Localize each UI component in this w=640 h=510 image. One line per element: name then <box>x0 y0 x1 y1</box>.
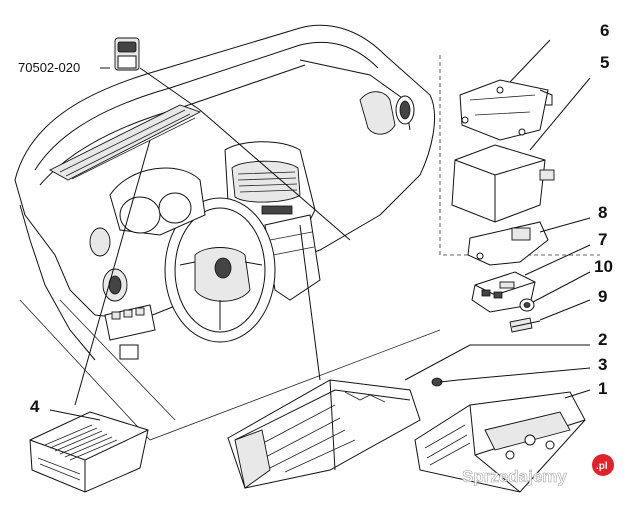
cage-bracket-part-2 <box>227 379 421 489</box>
callout-5: 5 <box>600 53 609 72</box>
nut-part-10 <box>519 298 535 312</box>
watermark-badge <box>592 454 614 476</box>
callout-1: 1 <box>598 379 607 398</box>
watermark-badge-text: .pl <box>596 461 608 472</box>
callout-9: 9 <box>598 287 607 306</box>
callout-3: 3 <box>598 355 607 374</box>
callout-8: 8 <box>598 203 607 222</box>
plate-part-8 <box>467 221 549 266</box>
callout-6: 6 <box>600 21 609 40</box>
switch-part <box>100 37 140 71</box>
watermark: Sprzedajemy .pl <box>462 454 614 486</box>
callout-10: 10 <box>594 257 613 276</box>
part-number-label: 70502-020 <box>18 60 80 75</box>
ecu-module-part-4 <box>29 411 149 493</box>
module-part-5 <box>451 144 555 223</box>
bracket-part-6 <box>459 79 553 141</box>
callout-2: 2 <box>598 330 607 349</box>
callout-7: 7 <box>598 230 607 249</box>
dashboard-assembly <box>14 24 441 441</box>
watermark-text: Sprzedajemy <box>462 467 567 486</box>
screw-part-3 <box>431 377 459 387</box>
callout-4: 4 <box>30 397 40 416</box>
bolt-part-9 <box>509 317 541 333</box>
radio-part-1 <box>414 391 586 493</box>
